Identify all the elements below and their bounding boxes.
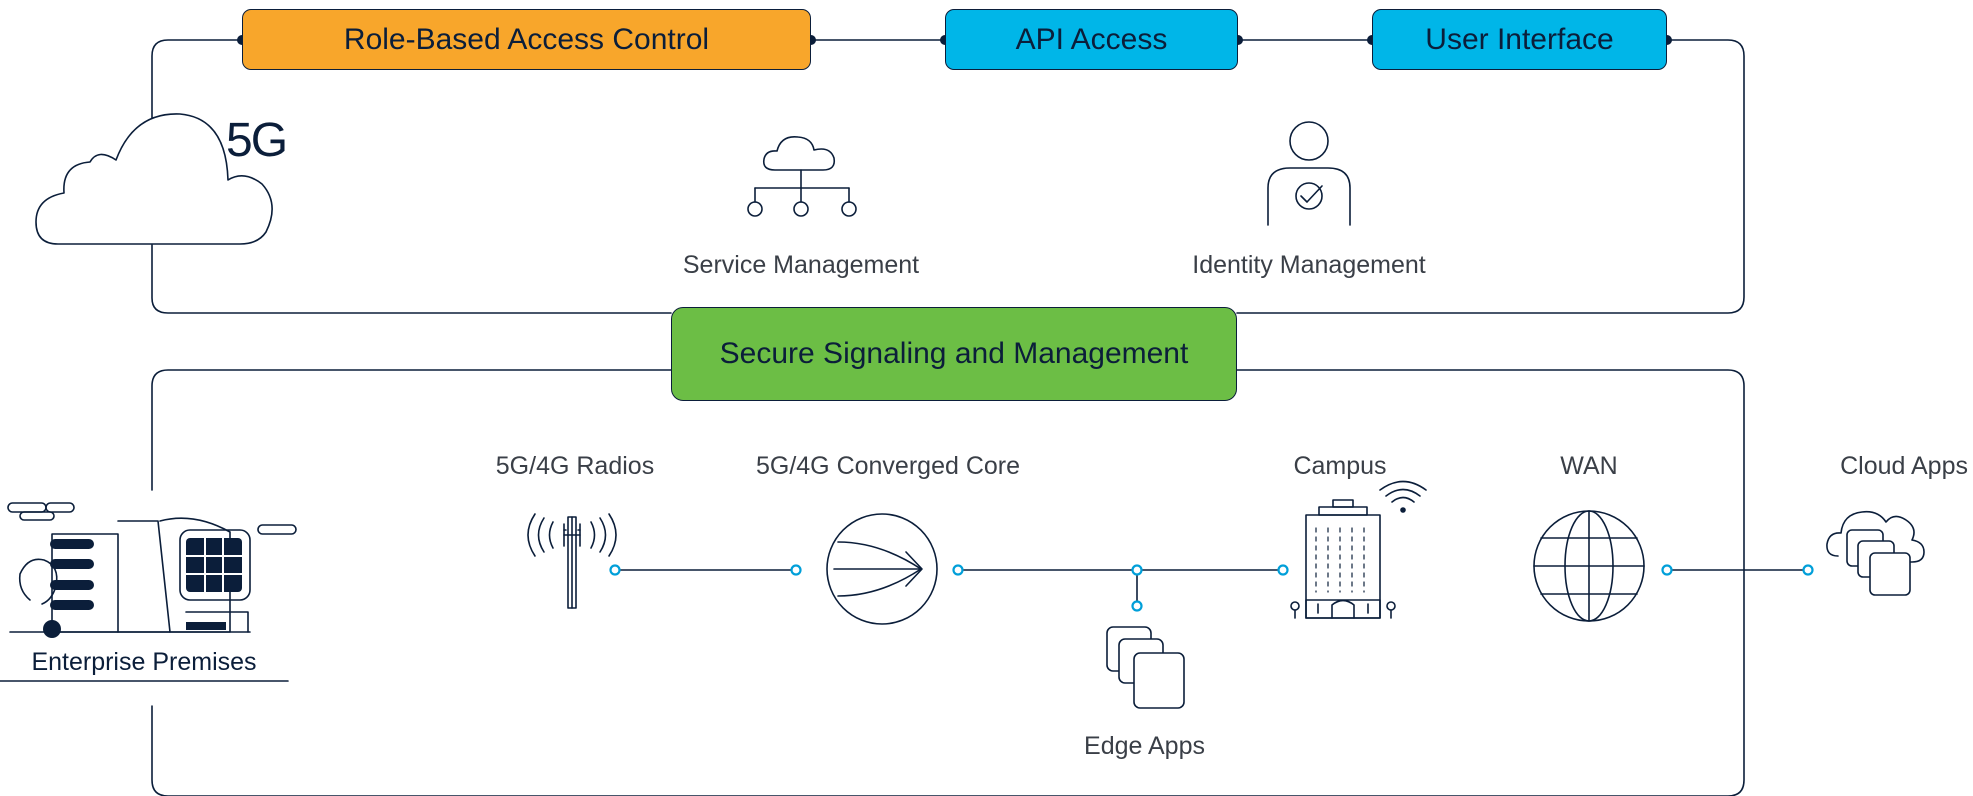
edge-apps-label: Edge Apps xyxy=(1084,732,1205,760)
person-check-icon xyxy=(1267,121,1351,226)
enterprise-window-grid xyxy=(186,538,242,592)
identity-management-label: Identity Management xyxy=(1192,251,1426,279)
user-interface-pill[interactable]: User Interface xyxy=(1372,9,1667,70)
secure-signaling-pill[interactable]: Secure Signaling and Management xyxy=(671,307,1237,401)
enterprise-building-details xyxy=(43,538,242,638)
campus-label: Campus xyxy=(1293,452,1387,480)
cloud-apps-label: Cloud Apps xyxy=(1840,452,1968,480)
cloud-icon xyxy=(35,113,273,245)
globe-icon xyxy=(1533,510,1645,622)
fiveg-label: 5G xyxy=(226,114,288,167)
enterprise-premises-label: Enterprise Premises xyxy=(31,648,257,676)
radios-label: 5G/4G Radios xyxy=(495,452,655,480)
cloud-network-icon xyxy=(747,135,857,217)
enterprise-building-icon xyxy=(0,502,297,682)
building-wifi-icon xyxy=(1290,480,1427,619)
network-node-dots xyxy=(609,564,1814,612)
api-access-label: API Access xyxy=(1015,22,1168,56)
rbac-pill[interactable]: Role-Based Access Control xyxy=(242,9,811,70)
radio-antenna-icon xyxy=(527,513,617,609)
bottom-frame xyxy=(151,369,1745,796)
service-management-label: Service Management xyxy=(682,251,920,279)
converged-core-icon xyxy=(826,513,938,625)
api-access-pill[interactable]: API Access xyxy=(945,9,1238,70)
converged-core-label: 5G/4G Converged Core xyxy=(755,452,1021,480)
cloud-apps-icon xyxy=(1826,510,1925,596)
rbac-label: Role-Based Access Control xyxy=(343,22,710,56)
stacked-apps-icon xyxy=(1106,626,1185,709)
top-frame xyxy=(151,39,1745,314)
user-interface-label: User Interface xyxy=(1425,22,1614,56)
secure-signaling-label: Secure Signaling and Management xyxy=(719,337,1189,370)
wan-label: WAN xyxy=(1560,452,1618,480)
